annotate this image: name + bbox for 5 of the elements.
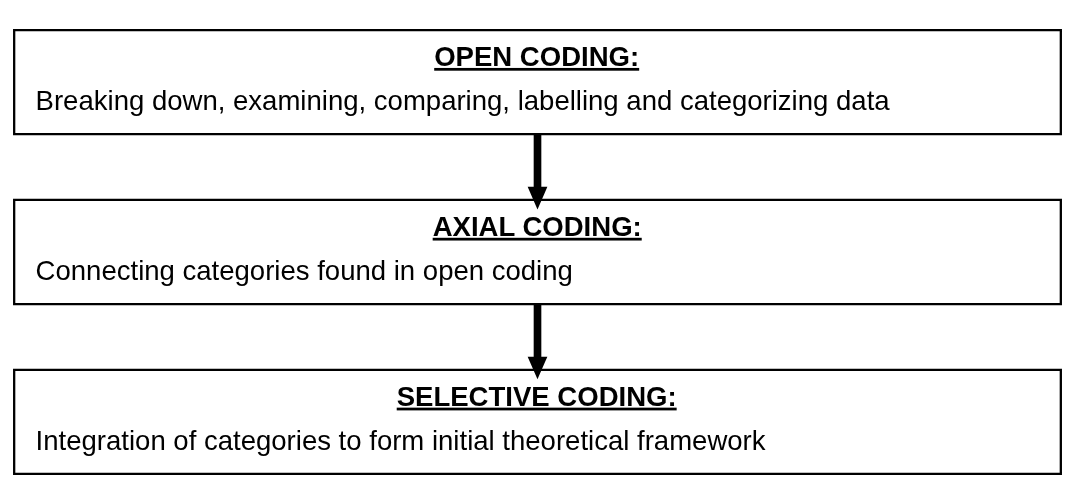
arrow	[527, 304, 548, 380]
node-box: OPEN CODING: Breaking down, examining, comparing, labelling and categorizing data	[13, 28, 1062, 136]
node-box: AXIAL CODING: Connecting categories found in open coding	[13, 198, 1062, 306]
node-box: SELECTIVE CODING: Integration of categories to form initial theoretical framework	[13, 368, 1062, 476]
arrow	[527, 134, 548, 210]
